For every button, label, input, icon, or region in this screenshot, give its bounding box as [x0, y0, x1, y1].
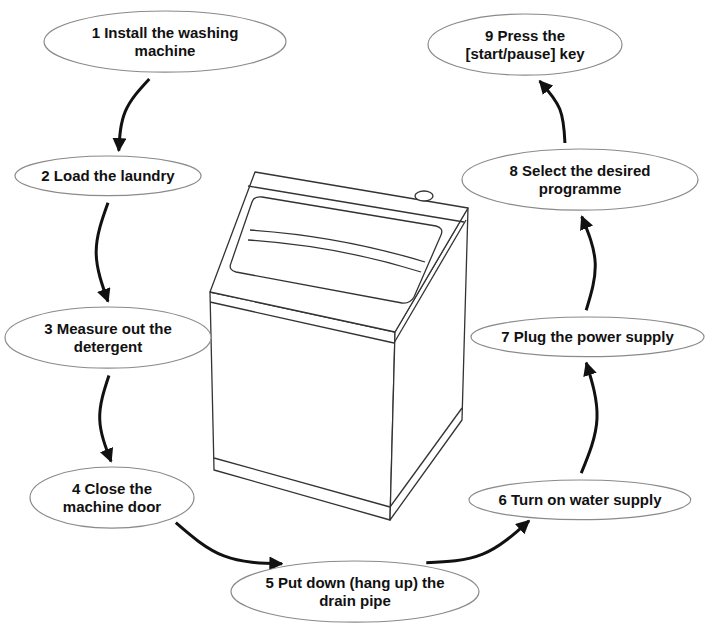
- step-ellipse: 5 Put down (hang up) the drain pipe: [230, 560, 480, 623]
- machine-base-line: [390, 408, 462, 507]
- step-label: 1 Install the washing machine: [75, 24, 255, 60]
- step-label: 8 Select the desired programme: [493, 162, 668, 198]
- flow-arrow: [581, 363, 597, 473]
- machine-panel-line: [210, 302, 394, 343]
- flow-arrow: [582, 217, 596, 311]
- ellipse-outline: [471, 317, 704, 357]
- step-ellipse: 3 Measure out the detergent: [4, 306, 212, 369]
- ellipse-outline: [5, 307, 211, 368]
- machine-top-face: [210, 172, 468, 332]
- step-label: 3 Measure out the detergent: [33, 320, 183, 356]
- flow-arrow: [176, 523, 282, 564]
- lid-handle: [248, 240, 421, 272]
- ellipse-outline: [44, 11, 286, 72]
- ellipse-outline: [469, 480, 691, 520]
- step-ellipse: 4 Close the machine door: [29, 466, 195, 529]
- machine-lid: [230, 197, 442, 303]
- flow-arrow: [540, 81, 565, 143]
- ellipse-outline: [15, 156, 201, 196]
- step-label: 4 Close the machine door: [55, 480, 170, 516]
- step-ellipse: 2 Load the laundry: [14, 155, 202, 197]
- step-ellipse: 6 Turn on water supply: [468, 479, 692, 521]
- step-ellipse: 7 Plug the power supply: [470, 316, 705, 358]
- ellipse-outline: [462, 149, 698, 210]
- control-knob: [415, 191, 433, 201]
- ellipse-outline: [231, 561, 479, 622]
- flow-arrow: [426, 521, 529, 563]
- lid-handle: [250, 230, 425, 262]
- ellipse-outline: [30, 467, 194, 528]
- flow-arrow: [100, 376, 111, 462]
- step-label: 9 Press the [start/pause] key: [455, 27, 595, 63]
- machine-base-line: [214, 458, 390, 507]
- step-ellipse: 1 Install the washing machine: [43, 10, 287, 73]
- step-ellipse: 9 Press the [start/pause] key: [427, 13, 623, 76]
- step-label: 5 Put down (hang up) the drain pipe: [263, 574, 448, 610]
- step-label: 6 Turn on water supply: [498, 491, 661, 509]
- flow-arrow: [119, 79, 150, 151]
- step-label: 2 Load the laundry: [41, 167, 174, 185]
- step-label: 7 Plug the power supply: [501, 328, 674, 346]
- ellipse-outline: [428, 14, 622, 75]
- step-ellipse: 8 Select the desired programme: [461, 148, 699, 211]
- flow-arrow: [96, 203, 108, 302]
